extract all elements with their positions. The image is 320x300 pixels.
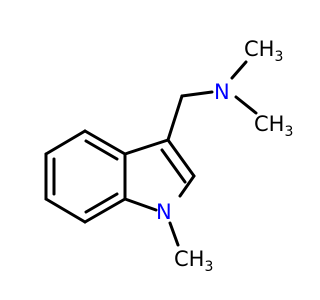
n-methyl-bond	[168, 221, 180, 247]
methyl-bottom-label: CH3	[174, 247, 213, 275]
bond	[180, 90, 214, 98]
methyl-right-label: CH3	[254, 112, 293, 140]
benzene-ring	[44, 129, 127, 224]
bond	[44, 129, 87, 156]
double-bond-inner	[160, 148, 187, 184]
bond	[234, 95, 258, 115]
bond	[44, 197, 87, 224]
amine-nitrogen-label: N	[214, 80, 230, 104]
bond	[166, 94, 184, 142]
pyrrole-ring	[123, 138, 196, 212]
bond	[123, 197, 158, 212]
double-bond-inner	[84, 192, 119, 214]
bond	[230, 60, 248, 80]
bond	[166, 138, 196, 178]
dimethylaminomethyl-chain	[166, 60, 258, 142]
structure-drawing: N CH3 CH3 N CH3	[44, 37, 293, 275]
molecule-canvas: N CH3 CH3 N CH3	[44, 37, 293, 275]
bond	[178, 174, 196, 198]
bond	[83, 129, 127, 156]
double-bond-inner	[84, 139, 119, 161]
bond	[83, 197, 127, 224]
methyl-top-label: CH3	[244, 37, 283, 65]
indole-nitrogen-label: N	[156, 200, 172, 224]
bond	[123, 138, 170, 156]
